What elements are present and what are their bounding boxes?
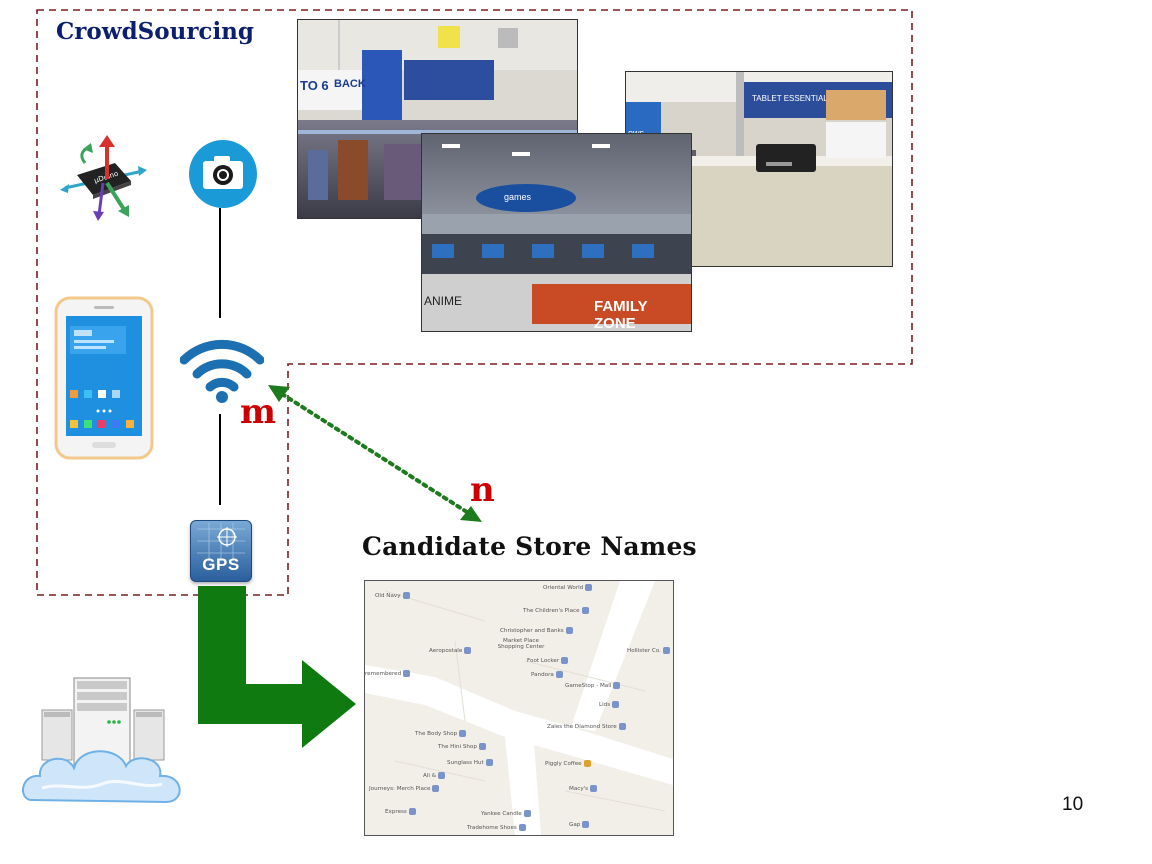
- map-label-journeys: Journeys: Merch Place: [369, 785, 440, 792]
- label-m: m: [240, 392, 276, 432]
- map-label-sunglass-hut: Sunglass Hut: [447, 759, 493, 766]
- map-label-ali: Ali &: [423, 772, 446, 779]
- map-label-body-shop: The Body Shop: [415, 730, 467, 737]
- map-label-childrens-place: The Children's Place: [523, 607, 589, 614]
- cloud-server-icon: [22, 677, 181, 804]
- candidate-store-names-title: Candidate Store Names: [362, 532, 697, 561]
- chip-sensor-icon: µDuino: [60, 135, 147, 221]
- map-label-zales: Zales the Diamond Store: [547, 723, 626, 730]
- map-label-piggly-coffee: Piggly Coffee: [545, 760, 591, 767]
- gps-icon: GPS: [190, 520, 252, 582]
- photo2-left-sign: ANIME: [424, 294, 463, 308]
- smartphone-icon: [54, 296, 154, 460]
- map-label-christopher-banks: Christopher and Banks: [500, 627, 573, 634]
- map-label-market-place: Market Place Shopping Center: [497, 638, 545, 650]
- page-number: 10: [1062, 794, 1084, 815]
- photo1-sign-sub: BACK: [334, 78, 366, 90]
- camera-icon[interactable]: [188, 139, 258, 209]
- map-label-tradehome: Tradehome Shoes: [467, 824, 526, 831]
- map-label-hini-shop: The Hini Shop: [438, 743, 486, 750]
- gps-label: GPS: [202, 555, 240, 574]
- photo1-sign-text: TO 6: [300, 78, 329, 93]
- map-label-pandora: Pandora: [531, 671, 563, 678]
- map-label-yankee-candle: Yankee Candle: [481, 810, 531, 817]
- map-label-gap: Gap: [569, 821, 590, 828]
- map-label-express: Express: [385, 808, 416, 815]
- map-label-lids: Lids: [599, 701, 620, 708]
- map-label-remembered: remembered: [365, 670, 411, 677]
- map-label-old-navy: Old Navy: [375, 592, 410, 599]
- crowdsourcing-title: CrowdSourcing: [56, 18, 254, 45]
- label-n: n: [470, 470, 495, 510]
- map-label-gamestop: GameStop - Mall: [565, 682, 621, 689]
- photo2-banner: FAMILY ZONE: [594, 298, 648, 332]
- map-label-hollister: Hollister Co.: [627, 647, 670, 654]
- photo3-banner: TABLET ESSENTIALS: [752, 94, 834, 103]
- map-label-oriental-world: Oriental World: [543, 584, 593, 591]
- map-label-macys: Macy's: [569, 785, 598, 792]
- store-photo-2: games FAMILY ZONE ANIME: [421, 133, 692, 332]
- map-label-foot-locker: Foot Locker: [527, 657, 569, 664]
- map-label-aeropostale: Aeropostale: [429, 647, 472, 654]
- photo2-hanger: games: [504, 192, 532, 202]
- store-map: Oriental World Old Navy The Children's P…: [364, 580, 674, 836]
- wifi-icon: [180, 339, 264, 403]
